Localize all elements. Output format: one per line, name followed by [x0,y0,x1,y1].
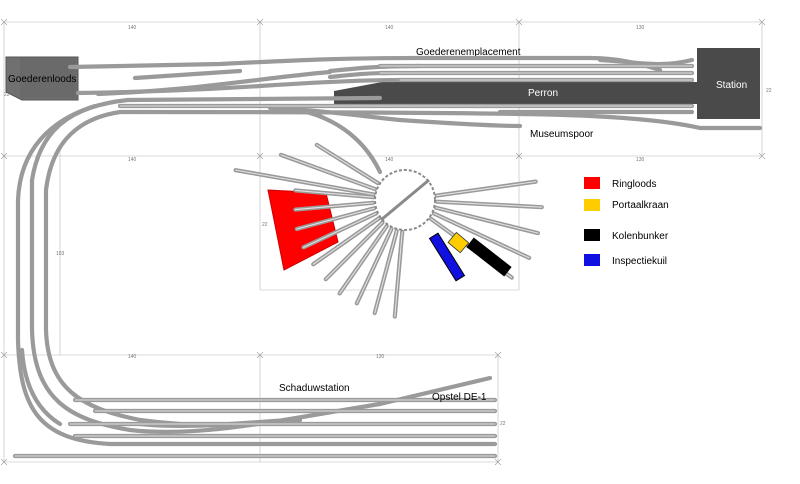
dim-bot-1: 140 [128,354,137,360]
ringloods-swatch [584,177,600,189]
radial-track-centerline [316,144,379,184]
radial-track-centerline [436,201,543,208]
dim-top-3: 130 [636,25,645,31]
legend-inspectiekuil: Inspectiekuil [612,256,667,267]
radial-track-centerline [294,202,374,211]
dim-mid-2: 140 [385,157,394,163]
inspectiekuil-swatch [584,254,600,266]
legend-ringloods: Ringloods [612,179,656,190]
dim-top-2: 140 [385,25,394,31]
dim-side-5: 103 [56,251,65,257]
radial-track-centerline [356,228,393,304]
dim-mid-3: 130 [636,157,645,163]
radial-track-centerline [394,231,403,318]
ringloods-shed [267,189,339,271]
legend-portaalkraan: Portaalkraan [612,200,669,211]
dim-mid-1: 140 [128,157,137,163]
perron-label: Perron [528,88,558,99]
legend-kolenbunker: Kolenbunker [612,231,669,242]
radial-track-centerline [435,207,539,234]
opstel-label: Opstel DE-1 [432,392,487,403]
dim-top-1: 140 [128,25,137,31]
dim-side-2: 22 [766,88,772,94]
kolenbunker [466,237,512,277]
dim-bot-2: 130 [376,354,385,360]
radial-track-centerline [433,212,530,259]
portaalkraan [447,231,470,254]
radial-track-centerline [436,181,537,197]
radial-track-centerline [374,230,398,314]
schaduwstation-label: Schaduwstation [279,383,350,394]
goederenemplacement-label: Goederenemplacement [416,47,521,58]
perron-platform [334,82,697,104]
radial-track-centerline [339,225,388,294]
dim-side-1: 22 [4,92,10,98]
radial-track-centerline [294,189,374,198]
inspectiekuil [428,232,466,282]
radial-track-centerline [302,212,377,248]
rail-centerlines [14,65,693,457]
station-label: Station [716,80,747,91]
turntable-bridge [380,178,430,222]
baseboard-grid [0,18,766,466]
dim-side-3: 22 [262,222,268,228]
kolenbunker-swatch [584,229,600,241]
radial-track-centerline [325,222,383,280]
goederenloods-building [5,56,79,101]
radial-track-centerline [280,154,376,190]
radial-track-centerline [235,169,375,195]
dim-side-4: 22 [500,421,506,427]
radial-track-centerline [296,207,375,230]
radial-track-centerline [312,217,380,265]
legend: Ringloods Portaalkraan Kolenbunker Inspe… [584,177,669,267]
station-building [697,48,760,119]
goederenloods-label: Goederenloods [8,74,76,85]
turntable-area [233,142,544,319]
museumspoor-label: Museumspoor [530,129,594,140]
portaalkraan-swatch [584,199,600,211]
